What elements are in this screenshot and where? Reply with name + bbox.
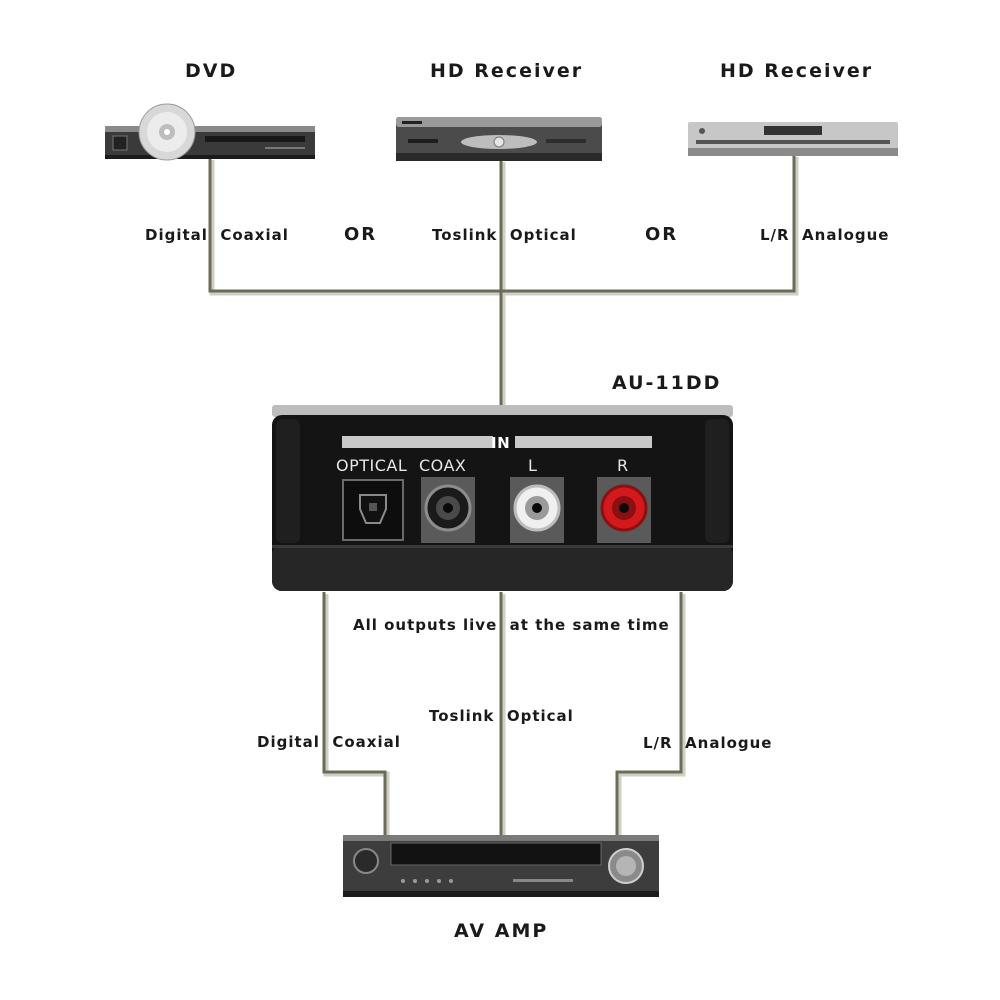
- hd-receiver-1-device: [396, 115, 604, 163]
- hd-receiver-1-label: HD Receiver: [430, 60, 584, 82]
- left-label: L: [528, 456, 538, 475]
- coax-label: COAX: [419, 456, 467, 475]
- right-audio-port-icon: [597, 477, 651, 543]
- input-lr-analogue-label: L/R Analogue: [760, 226, 890, 244]
- or-label-1: OR: [344, 224, 378, 245]
- outputs-note: All outputs live at the same time: [353, 616, 670, 634]
- output-digital-coaxial-label: Digital Coaxial: [257, 733, 401, 751]
- wire-output-coax: [322, 592, 387, 838]
- hd-receiver-2-device: [688, 120, 900, 160]
- left-audio-port-icon: [510, 477, 564, 543]
- device-model-label: AU-11DD: [612, 372, 722, 394]
- av-amp-label: AV AMP: [454, 920, 549, 942]
- au-11dd-device: IN OPTICAL COAX L R: [272, 405, 733, 595]
- output-lr-analogue-label: L/R Analogue: [643, 734, 773, 752]
- input-digital-coaxial-label: Digital Coaxial: [145, 226, 289, 244]
- wire-receiver2-analogue: [501, 155, 796, 293]
- av-amp-device: [343, 833, 661, 901]
- right-label: R: [617, 456, 629, 475]
- coax-port-icon: [421, 477, 475, 543]
- output-toslink-optical-label: Toslink Optical: [429, 707, 574, 725]
- wire-output-analogue: [615, 592, 683, 838]
- or-label-2: OR: [645, 224, 679, 245]
- optical-port-icon: [342, 479, 404, 541]
- dvd-player: [105, 100, 317, 162]
- dvd-label: DVD: [185, 60, 238, 82]
- wire-dvd-coax: [208, 158, 501, 293]
- hd-receiver-2-label: HD Receiver: [720, 60, 874, 82]
- optical-label: OPTICAL: [336, 456, 408, 475]
- input-toslink-optical-label: Toslink Optical: [432, 226, 577, 244]
- in-label: IN: [491, 434, 511, 452]
